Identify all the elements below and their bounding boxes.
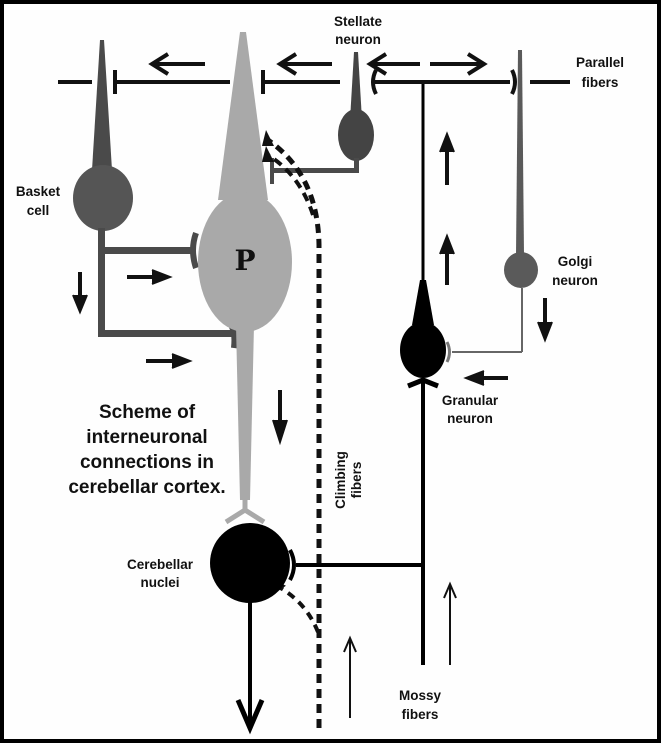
stellate-label-2: neuron [335,32,381,47]
nuclei-label-1: Cerebellar [127,557,194,572]
parallel-fiber [58,69,570,95]
parallel-label-1: Parallel [576,55,624,70]
synapse-stellate-parallel [371,69,378,95]
climbing-label-1: Climbing [333,451,348,509]
synapse-golgi-parallel [510,69,517,95]
synapse-mossy-granular [407,377,439,389]
arrow-up-1 [439,131,455,185]
cerebellar-nuclei [210,523,423,735]
arrow-down-basket [72,272,88,315]
title-line-1: Scheme of [99,402,196,423]
synapse-golgi-granular [445,341,451,363]
arrow-up-2 [439,233,455,285]
granular-label-1: Granular [442,393,499,408]
arrow-left-3 [366,52,420,76]
climbing-synapse-2 [262,146,274,162]
basket-cell [73,40,238,349]
synapse-basket-purkinje-soma [190,232,199,269]
arrow-up-thin-1 [343,635,357,718]
arrow-left-1 [148,52,205,76]
granular-neuron [400,84,446,665]
golgi-neuron [445,50,538,363]
arrow-right-basket-1 [127,269,173,285]
golgi-label-2: neuron [552,273,598,288]
mossy-label-2: fibers [402,707,439,722]
purkinje-cell: P [198,32,292,525]
arrow-right-1 [430,52,488,76]
arrow-left-2 [276,52,332,76]
golgi-label-1: Golgi [558,254,593,269]
arrow-right-basket-2 [146,353,193,369]
stellate-label-1: Stellate [334,14,383,29]
basket-label-1: Basket [16,184,61,199]
title-line-2: interneuronal [86,427,207,448]
stellate-neuron [270,52,374,184]
title-line-3: connections in [80,452,214,473]
nuclei-label-2: nuclei [140,575,179,590]
climbing-synapse-1 [262,130,274,146]
diagram-canvas [8,8,653,735]
arrow-up-thin-2 [443,581,457,665]
synapse-mossy-nuclei [288,549,296,581]
arrow-left-granular [463,370,508,386]
mossy-label-1: Mossy [399,688,442,703]
title-line-4: cerebellar cortex. [68,477,225,498]
purkinje-label: P [234,244,255,277]
arrow-down-purkinje [272,390,288,446]
granular-label-2: neuron [447,411,493,426]
arrow-down-golgi [537,298,553,343]
climbing-label-2: fibers [349,462,364,499]
basket-label-2: cell [27,203,50,218]
parallel-label-2: fibers [582,75,619,90]
output-arrow [235,699,265,735]
